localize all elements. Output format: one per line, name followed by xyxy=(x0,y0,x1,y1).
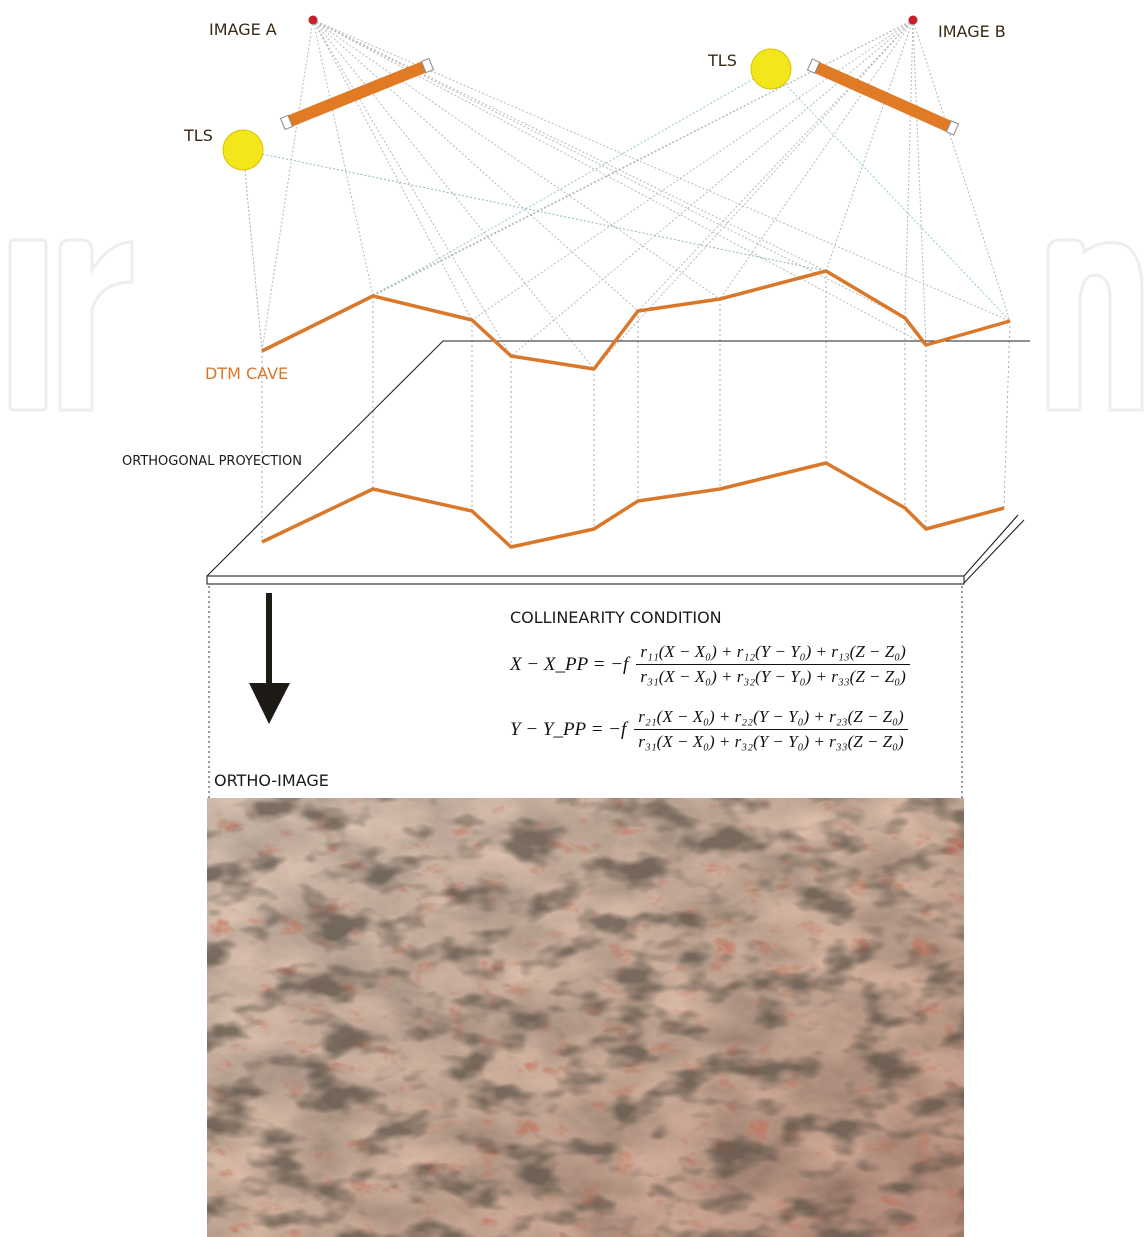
ray-line xyxy=(905,20,913,318)
camera-point-icon xyxy=(909,16,918,25)
equation-y-fraction: r₂₁(X − X₀) + r₂₂(Y − Y₀) + r₂₃(Z − Z₀) … xyxy=(634,707,907,752)
ray-line xyxy=(313,20,826,271)
equation-x-numerator: r₁₁(X − X₀) + r₁₂(Y − Y₀) + r₁₃(Z − Z₀) xyxy=(636,642,909,665)
tls-left-label: TLS xyxy=(184,126,213,145)
tls-scanner-icon xyxy=(751,49,791,89)
scan-line xyxy=(373,69,771,296)
cave-wall-image xyxy=(207,798,964,1237)
tls-scanner-icon xyxy=(223,130,263,170)
tls-right-label: TLS xyxy=(708,51,737,70)
collinearity-title: COLLINEARITY CONDITION xyxy=(510,608,722,627)
projected-profile xyxy=(262,463,1004,547)
camera-point-icon xyxy=(309,16,318,25)
equation-y-lhs: Y − Y_PP = −f xyxy=(510,719,626,741)
collinearity-equation-x: X − X_PP = −f r₁₁(X − X₀) + r₁₂(Y − Y₀) … xyxy=(510,642,910,687)
equation-y-numerator: r₂₁(X − X₀) + r₂₂(Y − Y₀) + r₂₃(Z − Z₀) xyxy=(634,707,907,730)
equation-x-fraction: r₁₁(X − X₀) + r₁₂(Y − Y₀) + r₁₃(Z − Z₀) … xyxy=(636,642,909,687)
ray-line xyxy=(262,20,313,351)
ortho-image-photo xyxy=(207,798,964,1237)
ray-line xyxy=(313,20,720,299)
image-b-plane xyxy=(807,59,958,135)
equation-x-lhs: X − X_PP = −f xyxy=(510,654,628,676)
ray-line xyxy=(826,20,913,271)
ray-line xyxy=(313,20,472,320)
ray-line xyxy=(472,20,913,320)
down-arrow-icon xyxy=(249,593,290,724)
image-a-label: IMAGE A xyxy=(209,20,277,39)
projection-plane xyxy=(207,341,1030,584)
scanner-lines xyxy=(243,69,1010,351)
ray-line xyxy=(913,20,926,345)
dtm-cave-profile xyxy=(262,271,1010,369)
ray-line xyxy=(913,20,1010,321)
equation-y-denominator: r₃₁(X − X₀) + r₃₂(Y − Y₀) + r₃₃(Z − Z₀) xyxy=(634,730,907,752)
dtm-cave-label: DTM CAVE xyxy=(205,364,288,383)
scan-line xyxy=(243,150,262,351)
ray-line xyxy=(313,20,638,311)
orthogonal-projection-label: ORTHOGONAL PROYECTION xyxy=(122,454,302,469)
ortho-image-label: ORTHO-IMAGE xyxy=(214,771,329,790)
projection-drop-line xyxy=(1004,321,1010,508)
ray-line xyxy=(313,20,373,296)
scan-line xyxy=(243,150,826,271)
collinearity-equation-y: Y − Y_PP = −f r₂₁(X − X₀) + r₂₂(Y − Y₀) … xyxy=(510,707,908,752)
projection-lines xyxy=(262,20,1010,369)
watermark xyxy=(10,240,1142,410)
ray-line xyxy=(511,20,913,356)
image-a-plane xyxy=(281,58,434,129)
equation-x-denominator: r₃₁(X − X₀) + r₃₂(Y − Y₀) + r₃₃(Z − Z₀) xyxy=(636,665,909,687)
image-b-label: IMAGE B xyxy=(938,22,1006,41)
